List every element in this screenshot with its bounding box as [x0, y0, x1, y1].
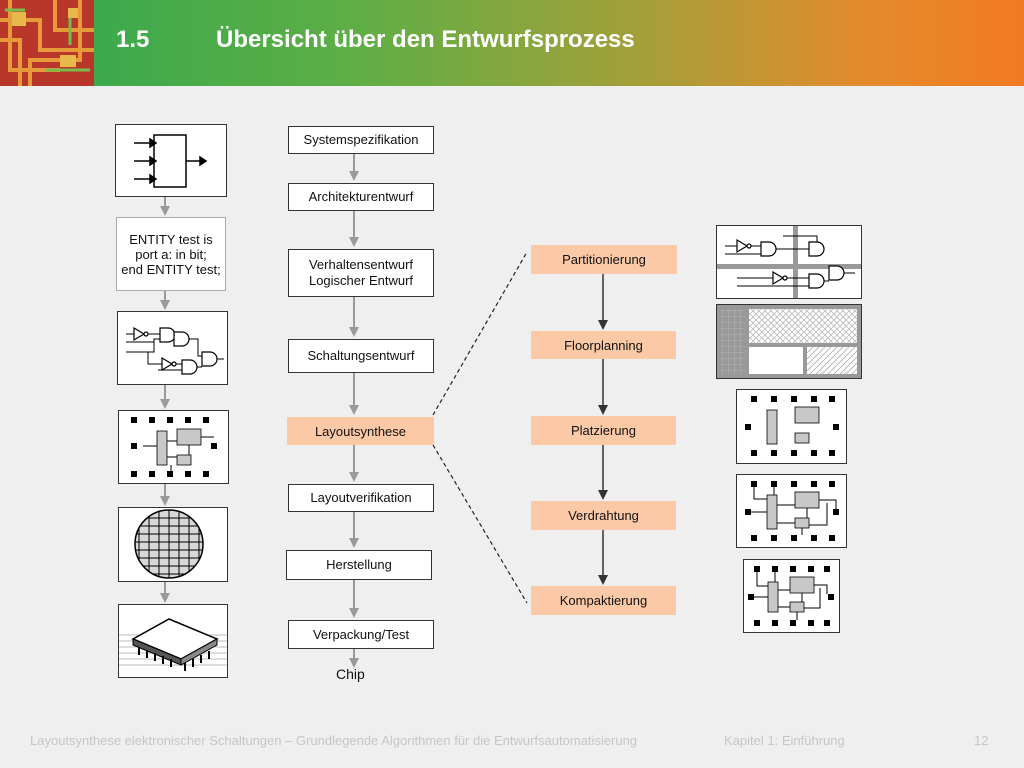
block-symbol-illustration — [115, 124, 227, 197]
flow-step-herstellung: Herstellung — [286, 550, 432, 580]
flow-step-schaltungsentwurf: Schaltungsentwurf — [288, 339, 434, 373]
substep-partitionierung: Partitionierung — [531, 245, 677, 274]
flow-end-chip: Chip — [336, 666, 365, 682]
flow-step-logischer-entwurf-label: Logischer Entwurf — [308, 273, 414, 288]
entity-line-2: port a: in bit; — [135, 247, 207, 262]
substep-kompaktierung: Kompaktierung — [531, 586, 676, 615]
substep-verdrahtung: Verdrahtung — [531, 501, 676, 530]
footer-page-number: 12 — [974, 733, 989, 748]
footer-course-title: Layoutsynthese elektronischer Schaltunge… — [30, 733, 638, 748]
vhdl-entity-code: ENTITY test is port a: in bit; end ENTIT… — [116, 217, 226, 291]
header-bar: 1.5 Übersicht über den Entwurfsprozess — [0, 0, 1024, 86]
flow-step-verhaltensentwurf: Verhaltensentwurf Logischer Entwurf — [288, 249, 434, 297]
flow-step-verpackung-test: Verpackung/Test — [288, 620, 434, 649]
flow-step-architekturentwurf: Architekturentwurf — [288, 183, 434, 211]
flow-step-verhaltensentwurf-label: Verhaltensentwurf — [308, 257, 414, 272]
entity-line-3: end ENTITY test; — [121, 262, 221, 277]
substep-platzierung: Platzierung — [531, 416, 676, 445]
compaction-illustration — [743, 559, 840, 633]
wafer-illustration — [118, 507, 228, 582]
entity-line-1: ENTITY test is — [129, 232, 213, 247]
footer-chapter: Kapitel 1: Einführung — [724, 733, 845, 748]
substep-floorplanning: Floorplanning — [531, 331, 676, 359]
chip-package-illustration — [118, 604, 228, 678]
routing-illustration — [736, 474, 847, 548]
flow-step-layoutverifikation: Layoutverifikation — [288, 484, 434, 512]
circuit-board-image — [0, 0, 94, 86]
slide-title: Übersicht über den Entwurfsprozess — [216, 26, 635, 53]
flow-step-layoutsynthese: Layoutsynthese — [287, 417, 434, 445]
flow-step-systemspezifikation: Systemspezifikation — [288, 126, 434, 154]
section-number: 1.5 — [116, 26, 150, 53]
floorplan-illustration — [716, 304, 862, 379]
placement-illustration — [736, 389, 847, 464]
gate-netlist-illustration — [117, 311, 228, 385]
layout-illustration — [118, 410, 229, 484]
partitioned-netlist-illustration — [716, 225, 862, 299]
